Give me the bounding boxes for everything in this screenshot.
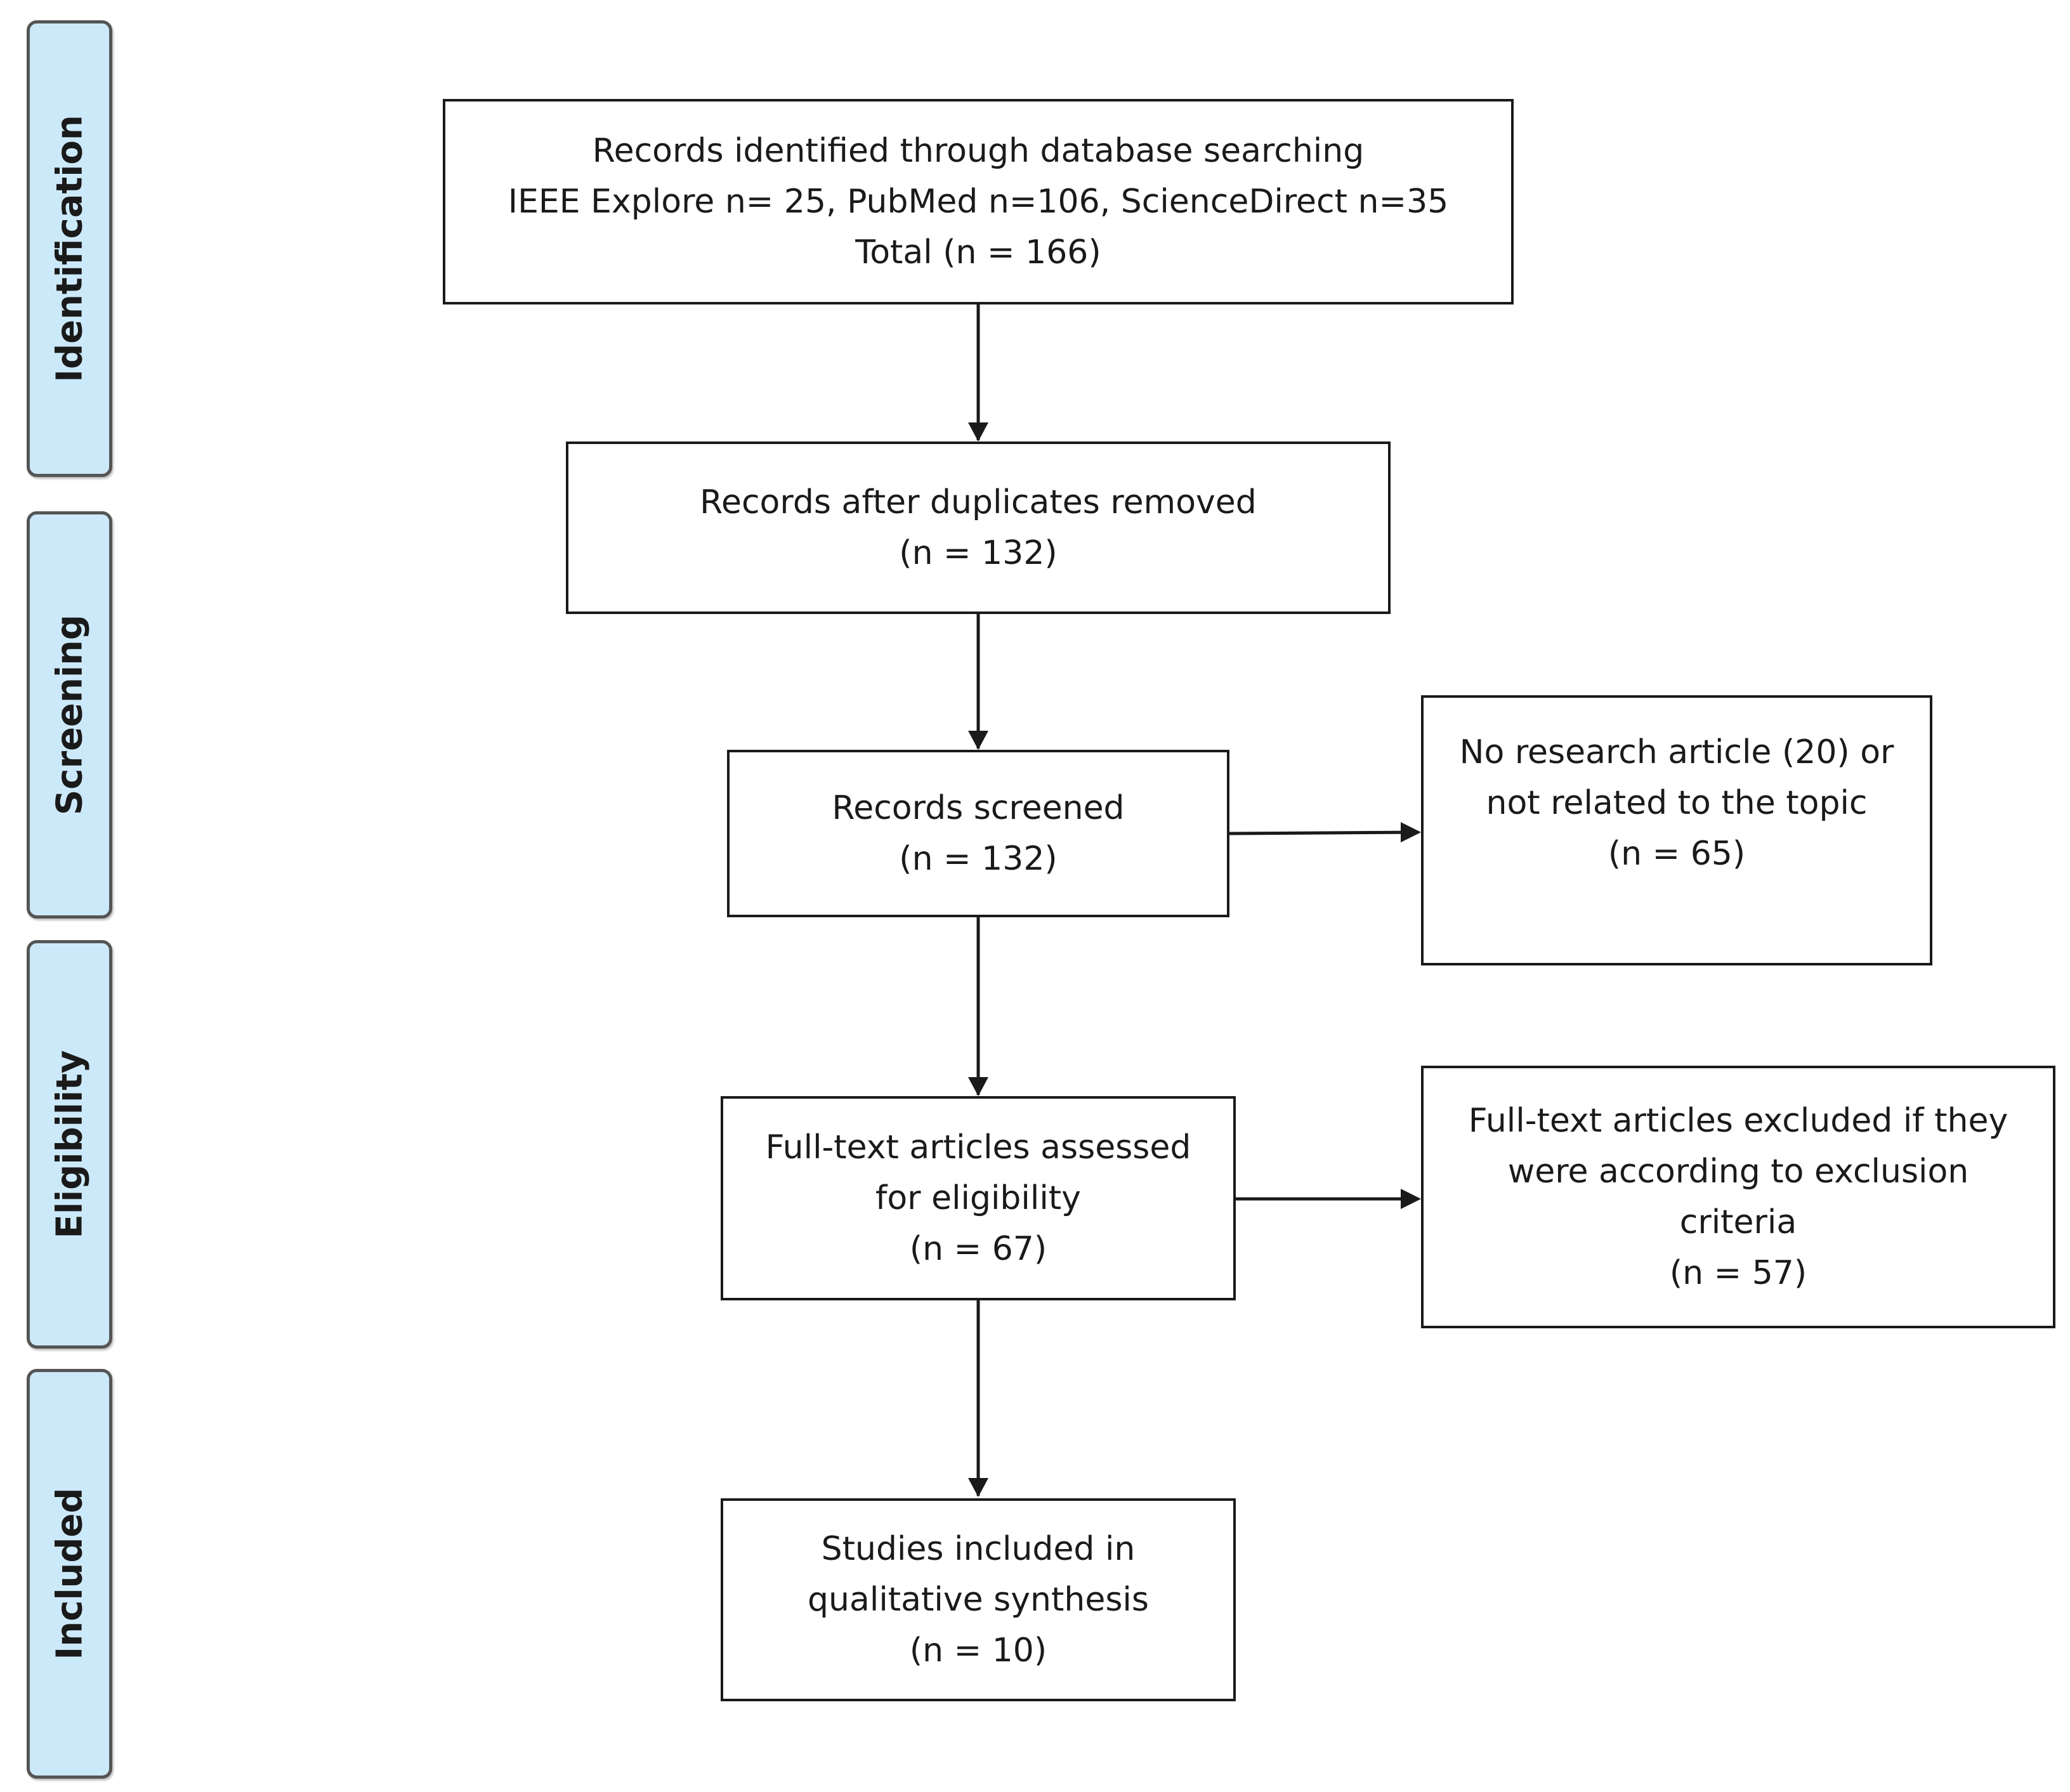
stage-identification: Identification bbox=[27, 20, 112, 477]
stage-eligibility: Eligibility bbox=[27, 940, 112, 1349]
box-full-text-assessed-line-3: (n = 67) bbox=[909, 1230, 1047, 1268]
arrow-screened-to-excluded bbox=[1229, 830, 1419, 835]
stage-screening: Screening bbox=[27, 511, 112, 919]
stage-included: Included bbox=[27, 1369, 112, 1779]
box-records-identified-line-2: IEEE Explore n= 25, PubMed n=106, Scienc… bbox=[508, 183, 1449, 221]
box-studies-included: Studies included in qualitative synthesi… bbox=[721, 1498, 1236, 1701]
stage-label-eligibility: Eligibility bbox=[49, 1050, 90, 1239]
box-full-text-assessed-line-2: for eligibility bbox=[875, 1179, 1081, 1217]
arrow-duplicates-to-screened-head bbox=[968, 731, 988, 750]
stage-label-screening: Screening bbox=[49, 614, 90, 816]
box-excluded-screening-line-1: No research article (20) or bbox=[1459, 733, 1894, 771]
box-full-text-excluded-line-1: Full-text articles excluded if they bbox=[1468, 1102, 2008, 1140]
box-records-identified: Records identified through database sear… bbox=[443, 99, 1514, 304]
arrow-screened-to-full-text-head bbox=[968, 1077, 988, 1096]
box-full-text-excluded-line-3: criteria bbox=[1679, 1203, 1797, 1241]
arrow-identified-to-duplicates-head bbox=[968, 422, 988, 441]
arrow-full-text-to-included-head bbox=[968, 1478, 988, 1497]
box-full-text-assessed: Full-text articles assessed for eligibil… bbox=[721, 1096, 1236, 1300]
box-excluded-screening-line-3: (n = 65) bbox=[1608, 835, 1746, 873]
box-records-identified-line-3: Total (n = 166) bbox=[855, 233, 1101, 271]
box-records-screened: Records screened (n = 132) bbox=[727, 750, 1229, 917]
box-duplicates-removed-line-1: Records after duplicates removed bbox=[700, 483, 1257, 521]
stage-label-included: Included bbox=[49, 1488, 90, 1660]
arrow-screened-to-excluded-head bbox=[1401, 822, 1421, 842]
box-duplicates-removed: Records after duplicates removed (n = 13… bbox=[566, 441, 1391, 614]
box-studies-included-line-3: (n = 10) bbox=[909, 1632, 1047, 1670]
box-excluded-screening-line-2: not related to the topic bbox=[1486, 784, 1868, 822]
box-duplicates-removed-line-2: (n = 132) bbox=[899, 534, 1058, 572]
box-full-text-excluded-line-2: were according to exclusion bbox=[1507, 1153, 1969, 1191]
arrow-full-text-to-excluded-head bbox=[1401, 1189, 1421, 1209]
box-excluded-screening: No research article (20) or not related … bbox=[1421, 695, 1932, 965]
box-full-text-excluded-line-4: (n = 57) bbox=[1669, 1254, 1807, 1292]
box-records-identified-line-1: Records identified through database sear… bbox=[592, 132, 1365, 170]
box-full-text-excluded: Full-text articles excluded if they were… bbox=[1421, 1066, 2055, 1328]
box-full-text-assessed-line-1: Full-text articles assessed bbox=[765, 1128, 1191, 1167]
box-records-screened-line-1: Records screened bbox=[832, 789, 1125, 827]
stage-label-identification: Identification bbox=[49, 115, 90, 383]
box-studies-included-line-1: Studies included in bbox=[821, 1530, 1136, 1568]
box-records-screened-line-2: (n = 132) bbox=[899, 840, 1058, 878]
box-studies-included-line-2: qualitative synthesis bbox=[808, 1581, 1149, 1619]
